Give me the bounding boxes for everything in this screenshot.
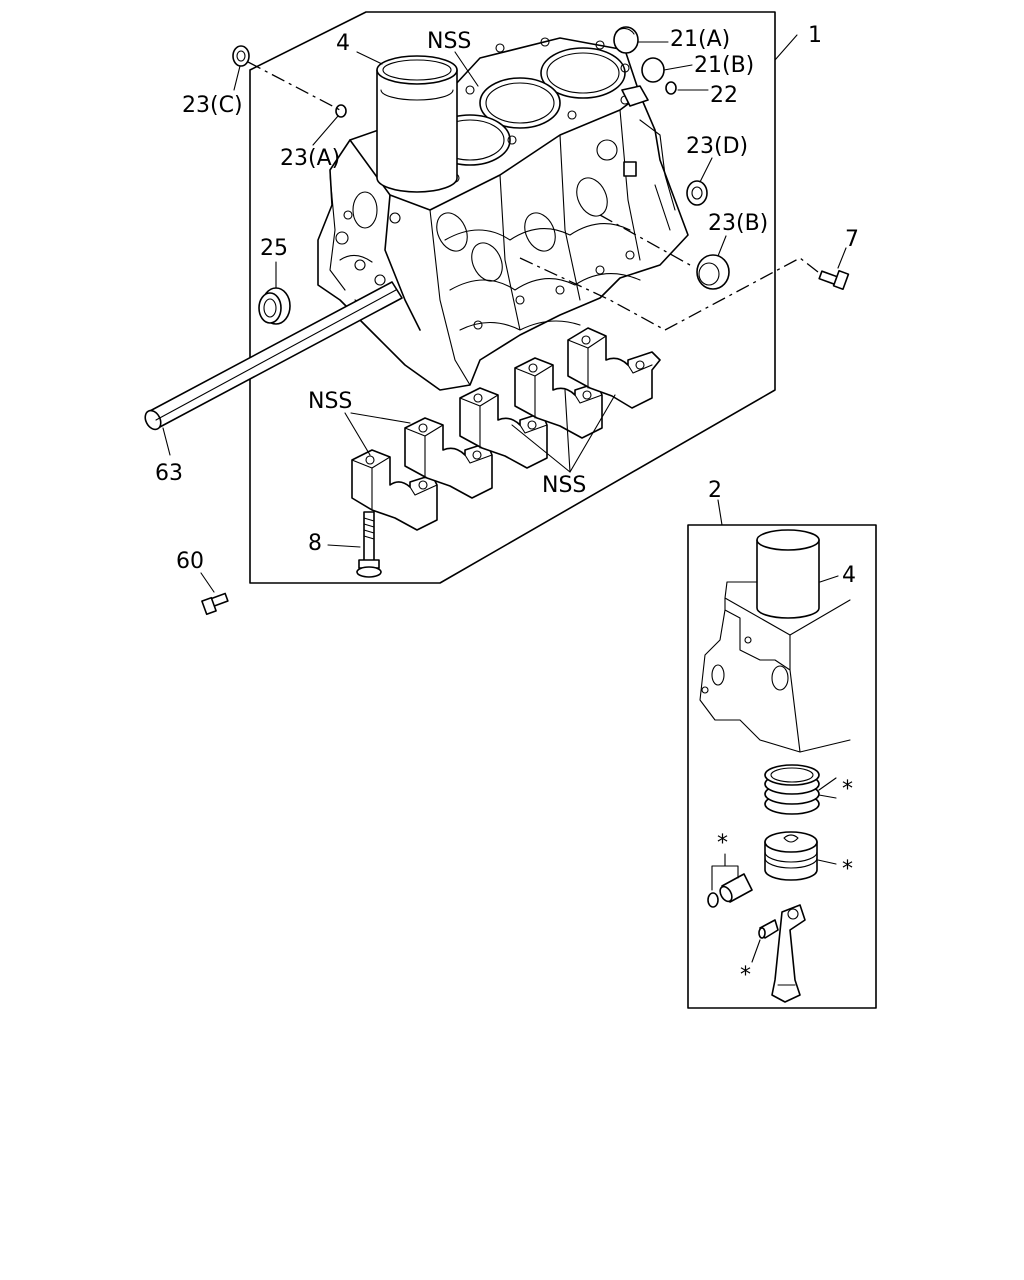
- label-item-2: 2: [708, 478, 722, 503]
- label-item-23c: 23(C): [182, 93, 243, 118]
- bearing-cap-1: [351, 449, 438, 531]
- label-star-bushing: *: [740, 963, 751, 988]
- label-item-4-block: 4: [336, 31, 350, 56]
- kit-connecting-rod: [751, 904, 806, 1003]
- label-item-21a: 21(A): [670, 27, 730, 52]
- kit-piston: [764, 831, 837, 881]
- label-item-1: 1: [808, 23, 822, 48]
- label-star-pin: *: [717, 831, 728, 856]
- bearing-cap-3: [459, 387, 548, 469]
- seal-23b: [696, 254, 730, 290]
- centerline-23d: [599, 214, 691, 266]
- cylinder-block-assembly-frame: [249, 11, 776, 584]
- bolt-7: [818, 269, 850, 291]
- label-item-4-kit: 4: [842, 563, 856, 588]
- centerline-23b: [519, 257, 666, 331]
- kit-frame: [687, 524, 877, 1009]
- bearing-cap-4: [514, 357, 603, 439]
- label-nss-caps-left: NSS: [308, 389, 352, 414]
- label-item-8: 8: [308, 531, 322, 556]
- seal-25: [258, 287, 291, 325]
- bearing-cap-2: [404, 417, 493, 499]
- label-item-25: 25: [260, 236, 288, 261]
- label-item-22: 22: [710, 83, 738, 108]
- label-item-23a: 23(A): [280, 146, 340, 171]
- label-item-63: 63: [155, 461, 183, 486]
- centerline-23c: [247, 61, 341, 111]
- label-star-rings: *: [842, 777, 853, 802]
- kit-liner: [756, 529, 839, 619]
- label-nss-caps-right: NSS: [542, 473, 586, 498]
- cylinder-liner: [376, 55, 458, 193]
- plug-21a: [613, 26, 639, 54]
- cylinder-block: [317, 37, 689, 391]
- kit-block-sketch: [699, 581, 851, 753]
- label-star-piston: *: [842, 857, 853, 882]
- bolt-8: [356, 511, 382, 578]
- bearing-cap-5: [567, 327, 661, 409]
- label-nss-top: NSS: [427, 29, 471, 54]
- seal-23c: [232, 45, 250, 67]
- kit-piston-rings: [764, 764, 837, 815]
- label-item-21b: 21(B): [694, 53, 754, 78]
- plug-22: [665, 81, 677, 95]
- oil-pipe: [144, 281, 403, 431]
- leader-lines: [162, 34, 847, 593]
- label-item-7: 7: [845, 227, 859, 252]
- kit-piston-pin: [707, 853, 753, 908]
- label-item-23b: 23(B): [708, 211, 768, 236]
- seal-23d: [686, 180, 708, 206]
- kit-leader: [717, 499, 723, 526]
- label-item-23d: 23(D): [686, 134, 748, 159]
- label-item-60: 60: [176, 549, 204, 574]
- bolt-60: [201, 592, 229, 616]
- plug-21b: [641, 57, 665, 83]
- centerline-7: [664, 257, 819, 331]
- plug-23a: [335, 104, 347, 118]
